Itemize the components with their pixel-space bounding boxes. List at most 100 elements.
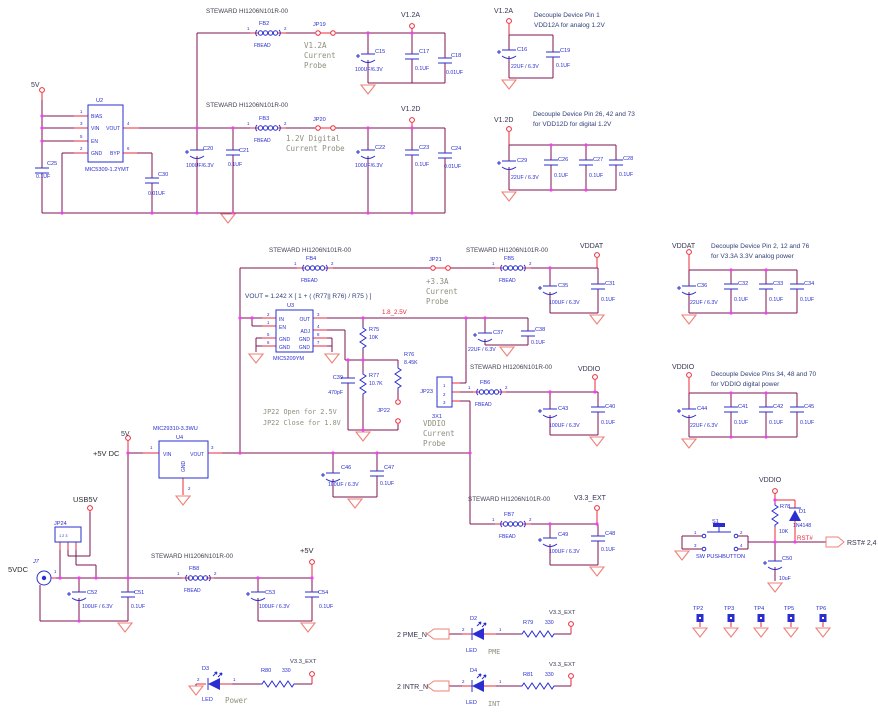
net-label-vddio: VDDIO: [672, 364, 695, 371]
val-C33: 0.1UF: [769, 297, 783, 303]
cap-C51: [120, 591, 136, 598]
ground-icon: [674, 550, 690, 561]
pin-number: 4: [740, 543, 743, 548]
pin-number: 3: [80, 121, 83, 126]
junction-dot: [410, 211, 414, 215]
junction-dot: [548, 390, 552, 394]
pin-number: 2: [331, 261, 334, 266]
pin-number: 2: [214, 571, 217, 576]
ref-C22: C22: [375, 145, 385, 151]
ref-R77: R77: [369, 373, 379, 379]
ref-C40: C40: [605, 404, 615, 410]
note-steward: STEWARD HI1206N101R-00: [151, 553, 234, 560]
val-C51: 0.1UF: [131, 604, 145, 610]
cap-C19: [545, 51, 561, 58]
net-label-5vdc: +5V DC: [93, 449, 120, 458]
ref-C16: C16: [517, 47, 527, 53]
junction-dot: [40, 114, 44, 118]
val-R78: 10K: [779, 529, 789, 535]
jumper-pin-JP20: [330, 125, 336, 131]
pin-number: 1: [499, 679, 502, 684]
ref-C35: C35: [558, 283, 568, 289]
ref-C43: C43: [558, 406, 568, 412]
ref-C54: C54: [318, 590, 328, 596]
pin-number: 1: [492, 261, 495, 266]
junction-dot: [410, 126, 414, 130]
ground-icon: [589, 436, 605, 447]
junction-dot: [195, 126, 199, 130]
note-v12d-2: for VDD12D for digital 1.2V: [533, 121, 612, 128]
junction-dot: [584, 143, 588, 147]
junction-dot: [195, 211, 199, 215]
val-R75: 10K: [369, 335, 379, 341]
cap-C30: [144, 177, 160, 184]
ref-C34: C34: [804, 281, 814, 287]
net-label-v33ext: V3.3_EXT: [574, 495, 607, 502]
ref-D1: D1: [799, 509, 806, 515]
val-C53: 100UF / 6.3V: [259, 604, 290, 610]
ref-FB2: FB2: [259, 21, 269, 27]
ref-C52: C52: [87, 590, 97, 596]
pin-number: 2: [80, 146, 83, 151]
led-D3-icon: [207, 671, 223, 691]
note-vddio-1: Decouple Device Pins 34, 48 and 70: [711, 371, 817, 378]
junction-dot: [549, 188, 553, 192]
note-steward: STEWARD HI1206N101R-00: [468, 496, 551, 503]
part-U2: MIC5309-1.2YMT: [85, 167, 130, 173]
probe-note-vddio: Current: [423, 429, 455, 438]
testpoint-TP6-icon: [819, 614, 827, 622]
note-steward: STEWARD HI1206N101R-00: [466, 247, 549, 254]
ref-C23: C23: [419, 145, 429, 151]
ferrite-FB3: [255, 124, 281, 132]
ref-C49: C49: [558, 532, 568, 538]
type-JP23: 3X1: [432, 414, 442, 420]
ferrite-FB4: [302, 264, 328, 272]
ref-R81: R81: [523, 672, 533, 678]
junction-dot: [94, 576, 98, 580]
junction-dot: [40, 126, 44, 130]
pin-name: EN: [91, 139, 98, 145]
ref-C24: C24: [451, 146, 461, 152]
junction-dot: [773, 498, 777, 502]
junction-dot: [60, 211, 64, 215]
junction-dots: [40, 31, 797, 623]
net-label-5vdc-jack: 5VDC: [8, 565, 29, 574]
net-label-usb5v: USB5V: [73, 495, 98, 504]
ground-icon: [188, 685, 204, 696]
val-C28: 0.1UF: [619, 172, 633, 178]
port-label-rst: RST# 2,4: [847, 540, 877, 547]
ref-JP19: JP19: [313, 22, 326, 28]
jumper-pin-JP22: [395, 418, 401, 424]
val-C50: 10uF: [779, 576, 791, 582]
val-C37: 22UF / 6.3V: [468, 347, 496, 353]
ground-icon: [501, 79, 517, 90]
pin-number: 2: [443, 392, 446, 397]
cap-C29: [496, 160, 517, 170]
note-v12a-1: Decouple Device Pin 1: [534, 12, 600, 19]
junction-dot: [58, 576, 62, 580]
label-led: LED: [466, 648, 477, 654]
junction-dot: [150, 211, 154, 215]
ref-C53: C53: [265, 590, 275, 596]
ref-C45: C45: [804, 404, 814, 410]
junction-dot: [468, 451, 472, 455]
val-C16: 22UF / 6.3V: [511, 64, 539, 70]
cap-C21: [225, 149, 241, 156]
pin-number: 1: [54, 569, 57, 574]
cap-C45: [789, 406, 805, 413]
label-int: INT: [488, 700, 500, 708]
pin-name: GND: [181, 461, 187, 473]
pin-number: 1: [233, 677, 236, 682]
ref-FB7: FB7: [504, 512, 514, 518]
pin-number: 6: [267, 340, 270, 345]
jumper-pin-JP19: [315, 30, 321, 36]
cap-C28: [608, 159, 624, 166]
pin-number: 5: [267, 332, 270, 337]
power-node-5v: [39, 87, 45, 93]
part-U3: MIC5209YM: [273, 356, 304, 362]
val-C23: 0.1UF: [415, 162, 429, 168]
pin-name: IN: [279, 317, 284, 323]
labels: 5V STEWARD HI1206N101R-00 STEWARD HI1206…: [8, 8, 877, 708]
pin-number: 4: [127, 121, 130, 126]
note-v12a-2: VDD12A for analog 1.2V: [534, 22, 605, 29]
